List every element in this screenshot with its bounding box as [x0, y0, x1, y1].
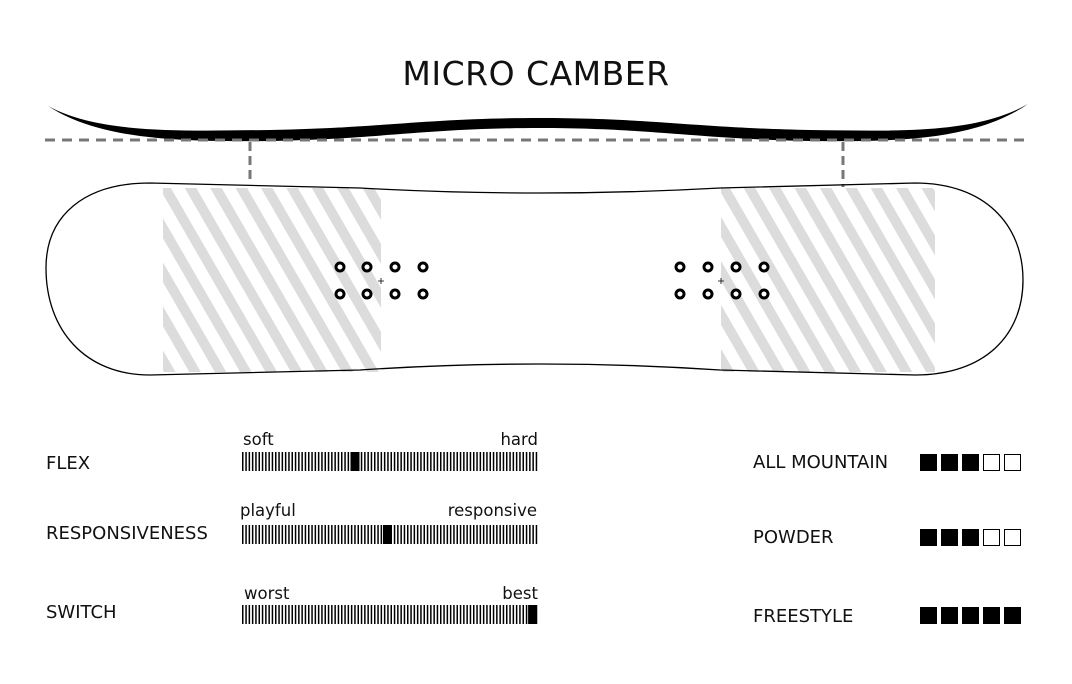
slider-high-label: hard	[500, 430, 538, 449]
rating-box-filled	[920, 454, 937, 471]
slider-low-label: soft	[243, 430, 274, 449]
rating-box-filled	[941, 454, 958, 471]
slider-label: SWITCH	[46, 602, 117, 623]
insert-pack-right	[674, 261, 770, 300]
rating-box-filled	[1004, 607, 1021, 624]
slider-low-label: playful	[240, 501, 296, 520]
rating-label: POWDER	[753, 527, 834, 548]
rating-box-filled	[941, 529, 958, 546]
profile-title: MICRO CAMBER	[402, 54, 670, 93]
slider-low-label: worst	[244, 584, 290, 603]
rating-label: ALL MOUNTAIN	[753, 452, 889, 473]
rating-box-filled	[920, 529, 937, 546]
rating-box-empty	[983, 529, 1000, 546]
slider-marker	[528, 605, 538, 624]
slider-flex-bar	[242, 452, 538, 471]
rating-boxes	[920, 529, 1021, 546]
insert-pack-left	[334, 261, 429, 300]
slider-marker	[383, 525, 392, 544]
rating-box-filled	[962, 454, 979, 471]
crosshair-icon	[378, 278, 384, 284]
rating-box-filled	[962, 607, 979, 624]
camber-profile-shape	[48, 104, 1028, 142]
rating-box-empty	[1004, 454, 1021, 471]
slider-switch-bar	[242, 605, 538, 624]
hatch-zone-left	[163, 188, 381, 372]
slider-high-label: best	[502, 584, 538, 603]
rating-box-empty	[1004, 529, 1021, 546]
rating-boxes	[920, 454, 1021, 471]
rating-boxes	[920, 607, 1021, 624]
crosshair-icon	[718, 278, 724, 284]
slider-responsiveness-bar	[242, 525, 538, 544]
rating-label: FREESTYLE	[753, 606, 854, 627]
rating-box-filled	[962, 529, 979, 546]
slider-marker	[350, 452, 360, 471]
slider-label: RESPONSIVENESS	[46, 523, 208, 544]
hatch-zone-right	[721, 188, 935, 372]
rating-box-filled	[941, 607, 958, 624]
rating-box-empty	[983, 454, 1000, 471]
slider-high-label: responsive	[447, 501, 537, 520]
rating-box-filled	[983, 607, 1000, 624]
rating-box-filled	[920, 607, 937, 624]
board-outline	[45, 182, 1024, 376]
slider-label: FLEX	[46, 453, 91, 474]
